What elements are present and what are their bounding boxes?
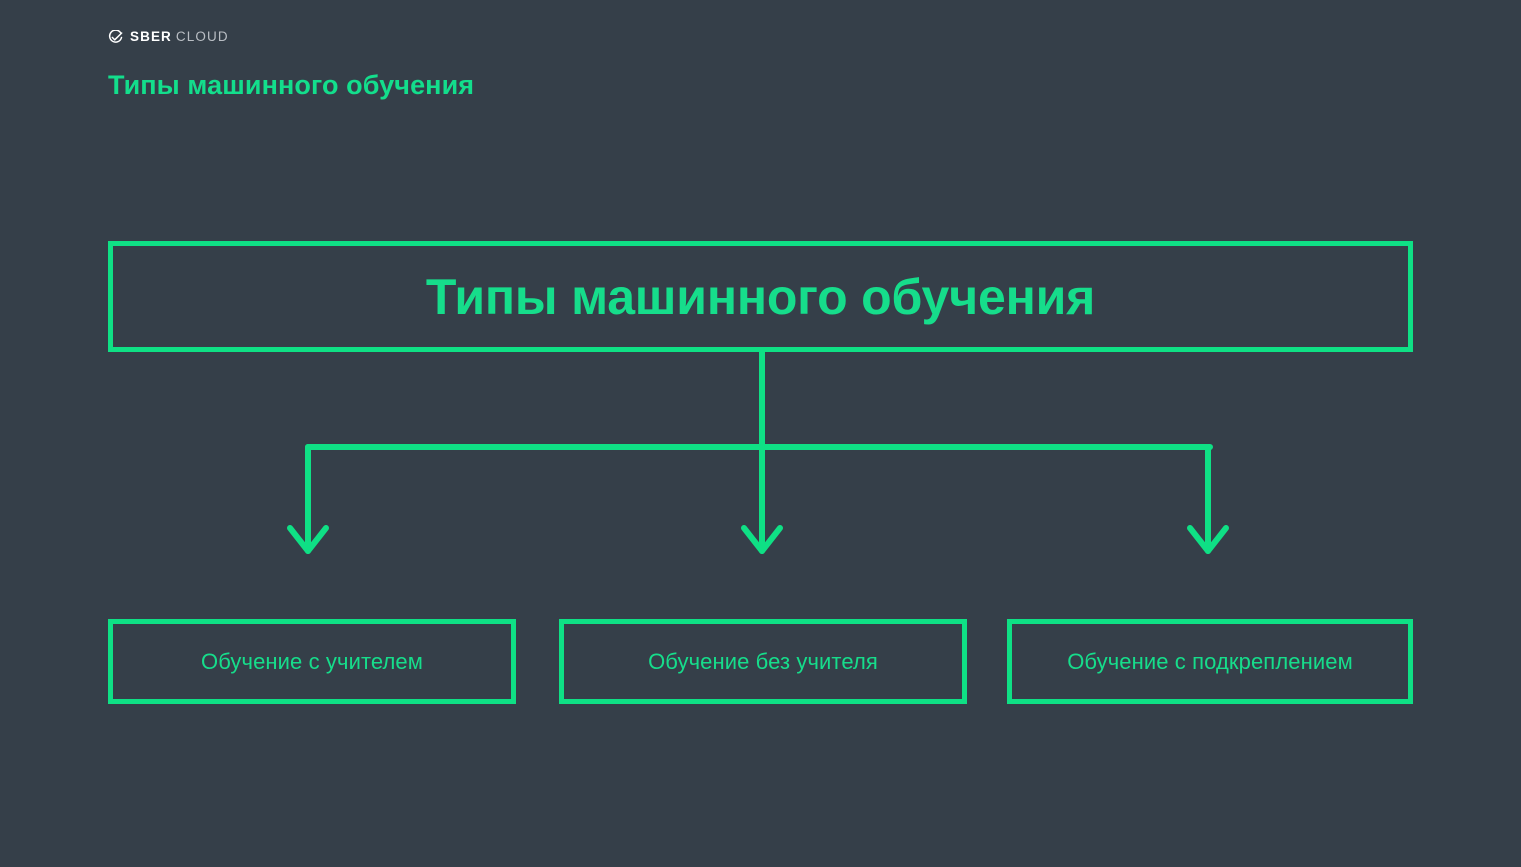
diagram-node-supervised-learning[interactable]: Обучение с учителем [108,619,516,704]
brand-name-secondary: CLOUD [175,29,229,45]
arrowhead-left [287,525,329,554]
diagram-node-label: Обучение с учителем [200,648,423,674]
arrowhead-center [741,525,783,554]
diagram-node-label: Обучение без учителя [648,648,878,674]
diagram-node-reinforcement-learning[interactable]: Обучение с подкреплением [1007,619,1413,704]
diagram-root-label: Типы машинного обучения [425,268,1096,325]
brand-name-primary: SBER [130,29,172,45]
diagram-node-unsupervised-learning[interactable]: Обучение без учителя [559,619,967,704]
arrowhead-right [1187,525,1229,554]
diagram-root-node[interactable]: Типы машинного обучения [108,241,1413,352]
diagram-node-label: Обучение с подкреплением [1067,648,1353,674]
page-title: Типы машинного обучения [108,70,475,100]
check-circle-icon [108,29,123,45]
